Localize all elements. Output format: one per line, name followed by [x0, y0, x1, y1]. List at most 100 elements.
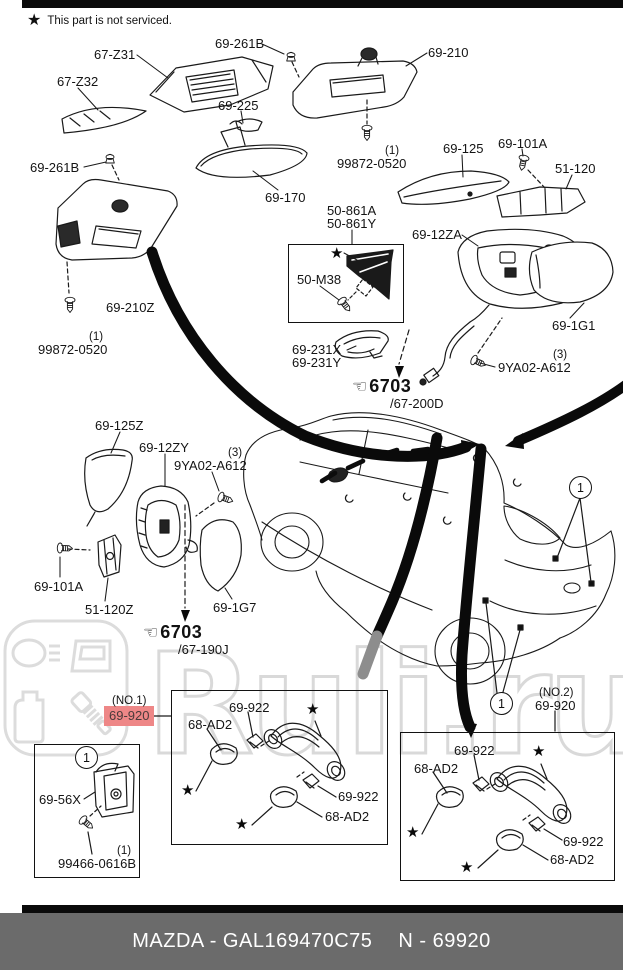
part-label: 99466-0616B — [58, 856, 137, 871]
part-label: 68-AD2 — [550, 852, 595, 867]
star-icon: ★ — [330, 245, 344, 262]
part-label: 69-261B — [215, 36, 265, 51]
swoosh-arrows — [146, 246, 623, 733]
part-label: 68-AD2 — [325, 809, 370, 824]
part-label: 69-125 — [443, 141, 484, 156]
footer-part-number: N - 69920 — [398, 930, 491, 952]
mirror-housing-6912zy — [135, 485, 198, 568]
rearview-mirror-69170 — [195, 118, 308, 178]
part-label: 99872-0520 — [337, 156, 407, 171]
part-label: 69-231Y — [292, 355, 342, 370]
part-label: (3) — [228, 447, 243, 459]
section-ref-6703: ☜6703 — [143, 622, 202, 643]
part-label: 51-120Z — [85, 602, 134, 617]
screw-69101a-right — [515, 153, 531, 172]
bottom-rule — [22, 905, 623, 913]
swoosh-arrowheads — [461, 433, 524, 738]
part-label: (NO.2) — [539, 687, 574, 699]
part-label: 9YA02-A612 — [498, 360, 571, 375]
pointing-hand-icon: ☜ — [352, 377, 368, 396]
watermark: Ruli.ru — [3, 619, 623, 789]
watermark-text: Ruli.ru — [146, 624, 623, 787]
part-label: 69-922 — [563, 834, 604, 849]
callout-links — [153, 497, 595, 732]
part-label: (1) — [117, 845, 132, 857]
cover-69125 — [397, 170, 510, 205]
part-label: 69-922 — [229, 700, 270, 715]
part-label: 69-920 — [535, 698, 576, 713]
mount-base-50861 — [335, 249, 394, 315]
star-icon: ★ — [460, 859, 474, 876]
section-ref-arrows — [181, 329, 410, 622]
callout-circle-1: 1 — [490, 692, 513, 715]
star-icon: ★ — [406, 824, 420, 841]
screw-9ya02-left — [216, 490, 236, 507]
part-label: 69-922 — [338, 789, 379, 804]
console-67z31 — [149, 56, 274, 113]
part-label: (1) — [385, 145, 400, 157]
part-label: 69-1G7 — [213, 600, 257, 615]
star-footnote: ★ This part is not serviced. — [27, 13, 172, 29]
part-label: (1) — [89, 331, 104, 343]
cover-69125z — [84, 448, 133, 527]
part-label: 69-1G1 — [552, 318, 596, 333]
part-label: 51-120 — [555, 161, 596, 176]
mirror-glass-691g7 — [199, 519, 242, 592]
part-label: 67-Z32 — [57, 74, 99, 89]
box-6956x — [34, 744, 140, 878]
part-label: 69-12ZY — [139, 440, 189, 455]
section-ref-page: /67-200D — [390, 396, 444, 411]
part-label: 50-861Y — [327, 216, 377, 231]
star-icon: ★ — [306, 701, 320, 718]
part-label: 50-861A — [327, 203, 377, 218]
box-handle-no2 — [400, 732, 615, 881]
section-ref-code: 6703 — [160, 622, 203, 642]
star-icon: ★ — [181, 782, 195, 799]
part-label: 69-225 — [218, 98, 259, 113]
box-50861 — [288, 244, 404, 323]
part-label: 67-Z31 — [94, 47, 136, 62]
footer-bar: MAZDA - GAL169470C75 N - 69920 — [0, 913, 623, 970]
part-label: 69-922 — [454, 743, 495, 758]
part-label: 69-210Z — [106, 300, 155, 315]
part-label: 99872-0520 — [38, 342, 108, 357]
mirror-glass-691g1 — [528, 241, 614, 304]
box-handle-no1 — [171, 690, 388, 845]
lens-67z32 — [61, 106, 147, 134]
screw-9ya02-right — [468, 353, 489, 371]
part-label: 50-M38 — [297, 272, 342, 287]
part-label: (NO.1) — [112, 695, 147, 707]
star-icon: ★ — [235, 816, 249, 833]
part-label: 69-125Z — [95, 418, 144, 433]
section-ref-code: 6703 — [369, 376, 412, 396]
star-icon: ★ — [532, 743, 546, 760]
star-icon: ★ — [27, 12, 42, 29]
callout-circle-1: 1 — [75, 746, 98, 769]
part-label: 69-101A — [34, 579, 84, 594]
section-ref-6703: ☜6703 — [352, 376, 411, 397]
part-label: 69-231X — [292, 342, 342, 357]
turn-lamp-69231 — [334, 330, 389, 359]
part-label: 68-AD2 — [188, 717, 233, 732]
bracket-51120 — [496, 186, 586, 218]
sun-visor-69210 — [286, 47, 418, 142]
clip-69225 — [235, 118, 263, 132]
part-label: 69-261B — [30, 160, 80, 175]
pointing-hand-icon: ☜ — [143, 623, 159, 642]
bracket-6956x — [77, 762, 135, 855]
part-label: 9YA02-A612 — [174, 458, 247, 473]
grab-handle-assembly — [195, 711, 346, 826]
part-label: 69-210 — [428, 45, 469, 60]
part-label: 69-12ZA — [412, 227, 462, 242]
top-rule — [22, 0, 623, 8]
selected-part-number[interactable]: 69-920 — [104, 706, 155, 726]
part-label: 68-AD2 — [414, 761, 459, 776]
watermark-logo — [3, 619, 129, 757]
part-label: 69-101A — [498, 136, 548, 151]
star-footnote-text: This part is not serviced. — [47, 15, 172, 27]
callout-circle-1: 1 — [569, 476, 592, 499]
bracket-51120z — [97, 534, 122, 578]
section-ref-page: /67-190J — [178, 642, 229, 657]
